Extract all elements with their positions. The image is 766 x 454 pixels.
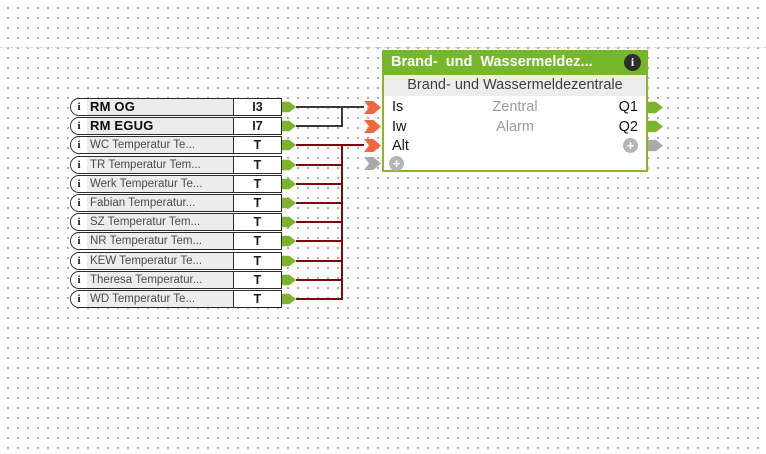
wire: [296, 279, 342, 281]
input-type: T: [233, 195, 281, 211]
wire: [341, 144, 343, 300]
add-input-icon[interactable]: +: [389, 156, 404, 171]
input-label: NR Temperatur Tem...: [90, 235, 203, 247]
block-port-row: Alt: [384, 136, 646, 155]
info-icon: i: [71, 99, 87, 115]
input-label: SZ Temperatur Tem...: [90, 216, 201, 228]
input-type: T: [233, 291, 281, 307]
port-label-is: Is: [392, 98, 404, 115]
input-label: Werk Temperatur Te...: [90, 178, 203, 190]
input-type: T: [233, 176, 281, 192]
wire: [296, 125, 342, 127]
input-label: RM EGUG: [90, 118, 154, 133]
input-block-rm-og[interactable]: i RM OG I3: [70, 98, 282, 116]
input-type: T: [233, 253, 281, 269]
output-connector[interactable]: [282, 139, 296, 151]
info-icon[interactable]: i: [624, 54, 641, 71]
input-label: Theresa Temperatur...: [90, 274, 203, 286]
input-connector-iw[interactable]: [364, 120, 381, 133]
wire: [296, 106, 364, 108]
output-connector-q1[interactable]: [648, 101, 663, 114]
input-label: WC Temperatur Te...: [90, 139, 196, 151]
wire: [296, 240, 342, 242]
input-block-sz-temp[interactable]: i SZ Temperatur Tem... T: [70, 213, 282, 231]
input-label: KEW Temperatur Te...: [90, 255, 203, 267]
output-connector-q2[interactable]: [648, 120, 663, 133]
input-block-fabian-temp[interactable]: i Fabian Temperatur... T: [70, 194, 282, 212]
wire: [296, 260, 342, 262]
input-block-rm-egug[interactable]: i RM EGUG I7: [70, 117, 282, 135]
wire: [296, 298, 342, 300]
output-connector[interactable]: [282, 274, 296, 286]
wire: [341, 106, 343, 127]
info-icon: i: [71, 253, 87, 269]
input-connector-alt[interactable]: [364, 139, 381, 152]
info-icon: i: [71, 195, 87, 211]
block-port-row: Iw Alarm Q2: [384, 117, 646, 136]
wire: [296, 144, 364, 146]
output-connector[interactable]: [282, 216, 296, 228]
wire: [296, 202, 342, 204]
input-type: I3: [233, 99, 281, 115]
output-connector[interactable]: [282, 293, 296, 305]
input-connector-is[interactable]: [364, 101, 381, 114]
input-type: T: [233, 137, 281, 153]
info-icon: i: [71, 214, 87, 230]
output-connector[interactable]: [282, 255, 296, 267]
output-connector[interactable]: [282, 159, 296, 171]
output-connector[interactable]: [282, 197, 296, 209]
info-icon: i: [71, 157, 87, 173]
input-block-tr-temp[interactable]: i TR Temperatur Tem... T: [70, 156, 282, 174]
block-port-row: Is Zentral Q1: [384, 96, 646, 117]
page-break-line: [0, 47, 766, 48]
port-label-iw: Iw: [392, 118, 407, 135]
function-block-body[interactable]: Brand- und Wassermeldezentrale Is Zentra…: [382, 75, 648, 172]
input-label: Fabian Temperatur...: [90, 197, 196, 209]
input-type: T: [233, 157, 281, 173]
input-block-theresa-temp[interactable]: i Theresa Temperatur... T: [70, 271, 282, 289]
add-output-connector[interactable]: [648, 139, 663, 152]
port-label-q2: Q2: [618, 118, 638, 135]
info-icon: i: [71, 291, 87, 307]
input-block-nr-temp[interactable]: i NR Temperatur Tem... T: [70, 232, 282, 250]
input-type: T: [233, 272, 281, 288]
input-block-kew-temp[interactable]: i KEW Temperatur Te... T: [70, 252, 282, 270]
input-block-wc-temp[interactable]: i WC Temperatur Te... T: [70, 136, 282, 154]
input-type: T: [233, 214, 281, 230]
block-title: Brand- und Wassermeldez...: [391, 54, 593, 70]
input-label: RM OG: [90, 99, 136, 114]
output-connector[interactable]: [282, 235, 296, 247]
function-block-header[interactable]: Brand- und Wassermeldez... i: [382, 50, 648, 75]
output-connector[interactable]: [282, 120, 296, 132]
port-label-alt: Alt: [392, 137, 409, 154]
input-type: I7: [233, 118, 281, 134]
input-block-wd-temp[interactable]: i WD Temperatur Te... T: [70, 290, 282, 308]
port-label-q1: Q1: [618, 98, 638, 115]
port-center-alarm: Alarm: [496, 118, 534, 135]
input-block-werk-temp[interactable]: i Werk Temperatur Te... T: [70, 175, 282, 193]
info-icon: i: [71, 137, 87, 153]
input-label: TR Temperatur Tem...: [90, 159, 201, 171]
block-subtitle: Brand- und Wassermeldezentrale: [384, 75, 646, 96]
output-connector[interactable]: [282, 178, 296, 190]
input-label: WD Temperatur Te...: [90, 293, 196, 305]
wire: [296, 164, 342, 166]
add-output-icon[interactable]: +: [623, 138, 638, 153]
info-icon: i: [71, 272, 87, 288]
input-type: T: [233, 233, 281, 249]
add-input-connector[interactable]: [364, 157, 381, 170]
wire: [296, 221, 342, 223]
info-icon: i: [71, 233, 87, 249]
info-icon: i: [71, 176, 87, 192]
output-connector[interactable]: [282, 101, 296, 113]
info-icon: i: [71, 118, 87, 134]
wire: [296, 183, 342, 185]
port-center-zentral: Zentral: [492, 98, 538, 115]
